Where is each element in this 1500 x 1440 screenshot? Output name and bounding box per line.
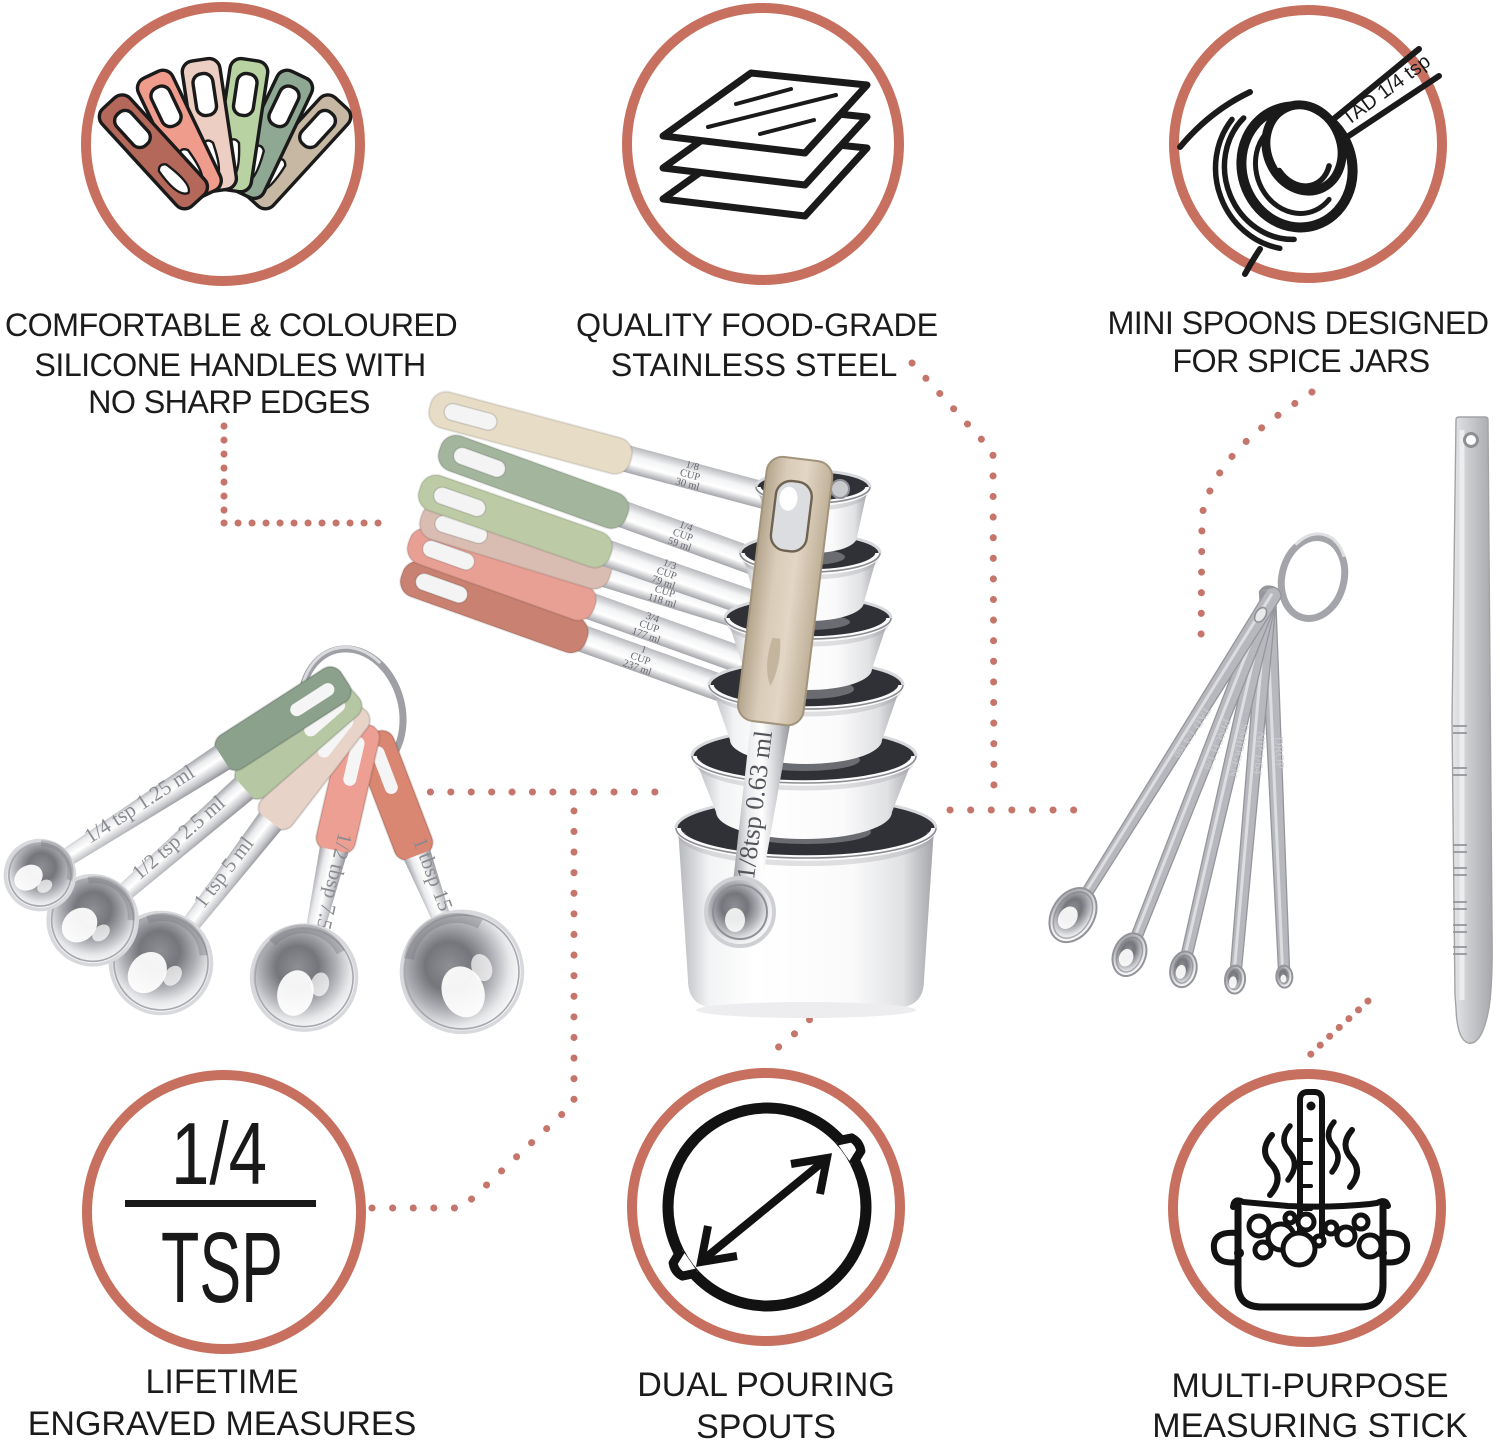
svg-text:CUP: CUP [679, 468, 702, 484]
svg-text:1/8: 1/8 [684, 459, 700, 473]
svg-text:SPOUTS: SPOUTS [696, 1408, 836, 1440]
svg-text:1: 1 [639, 644, 648, 656]
svg-text:DROP: DROP [1272, 736, 1287, 769]
svg-text:MEASURING STICK: MEASURING STICK [1152, 1407, 1468, 1440]
svg-text:QUALITY FOOD-GRADE: QUALITY FOOD-GRADE [576, 307, 938, 343]
svg-text:LIFETIME: LIFETIME [145, 1363, 298, 1401]
svg-text:1/4: 1/4 [678, 519, 695, 534]
svg-text:SILICONE HANDLES WITH: SILICONE HANDLES WITH [34, 347, 425, 383]
svg-text:ENGRAVED MEASURES: ENGRAVED MEASURES [28, 1405, 417, 1440]
svg-text:NO SHARP EDGES: NO SHARP EDGES [88, 384, 370, 420]
svg-text:1/4: 1/4 [171, 1104, 267, 1203]
svg-text:FOR SPICE JARS: FOR SPICE JARS [1172, 343, 1429, 379]
svg-text:MINI SPOONS DESIGNED: MINI SPOONS DESIGNED [1107, 305, 1488, 341]
svg-text:TSP: TSP [161, 1212, 283, 1324]
svg-text:MULTI-PURPOSE: MULTI-PURPOSE [1171, 1367, 1448, 1405]
svg-text:3/4: 3/4 [644, 611, 661, 626]
svg-text:DUAL POURING: DUAL POURING [637, 1366, 895, 1404]
svg-text:NIP 1/64: NIP 1/64 [1251, 731, 1269, 775]
svg-text:COMFORTABLE & COLOURED: COMFORTABLE & COLOURED [5, 307, 457, 343]
svg-text:1/3: 1/3 [661, 558, 677, 573]
svg-text:STAINLESS STEEL: STAINLESS STEEL [611, 347, 898, 383]
